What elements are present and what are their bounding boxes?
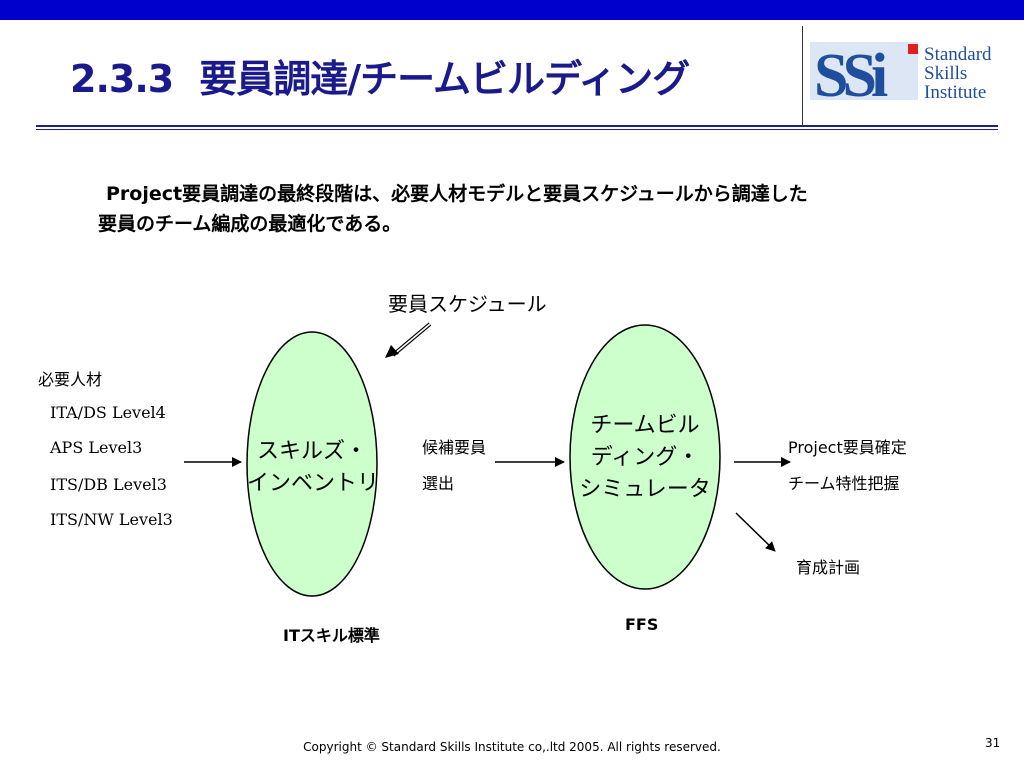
slide-title: 2.3.3 要員調達/チームビルディング: [70, 48, 690, 103]
section-number: 2.3.3: [70, 57, 174, 101]
header-rule-thin: [36, 129, 998, 130]
candidate-line2: 選出: [422, 474, 455, 493]
header-divider: [802, 26, 803, 126]
requirement-item: APS Level3: [50, 438, 143, 457]
skills-inventory-ellipse: [246, 331, 378, 597]
requirement-item: ITS/DB Level3: [50, 475, 167, 494]
simulator-line1: チームビル: [590, 413, 700, 438]
top-color-bar: [0, 0, 1024, 20]
simulator-caption: FFS: [625, 615, 659, 634]
candidate-line1: 候補要員: [422, 438, 487, 457]
intro-text: Project要員調達の最終段階は、必要人材モデルと要員スケジュールから調達した…: [98, 179, 958, 239]
logo-red-dot: [908, 44, 918, 54]
logo-line2: Skills: [924, 63, 967, 84]
skills-inventory-label: スキルズ・ インベントリ: [247, 436, 380, 500]
logo-mark: SSi: [814, 42, 888, 104]
requirement-item: ITS/NW Level3: [50, 510, 173, 529]
simulator-line2: ディング・: [590, 445, 700, 470]
schedule-double-arrow: [385, 322, 432, 358]
simulator-ellipse: [569, 324, 721, 590]
schedule-label: 要員スケジュール: [388, 292, 547, 316]
requirements-heading: 必要人材: [38, 370, 103, 389]
copyright-footer: Copyright © Standard Skills Institute co…: [303, 740, 721, 754]
page-number: 31: [985, 736, 1001, 750]
simulator-label: チームビル ディング・ シミュレータ: [566, 410, 724, 506]
logo-line1: Standard: [924, 44, 992, 65]
intro-line2: 要員のチーム編成の最適化である。: [98, 213, 402, 235]
logo-line3: Institute: [924, 82, 986, 103]
output-line2: チーム特性把握: [788, 474, 900, 493]
output-line1: Project要員確定: [788, 438, 907, 457]
intro-line1: Project要員調達の最終段階は、必要人材モデルと要員スケジュールから調達した: [106, 183, 808, 205]
training-plan-label: 育成計画: [796, 558, 861, 577]
ssi-logo: SSi Standard Skills Institute: [810, 42, 992, 104]
skills-inventory-line1: スキルズ・: [256, 439, 367, 464]
title-text: 要員調達/チームビルディング: [199, 57, 690, 101]
simulator-line3: シミュレータ: [579, 477, 711, 502]
arrow-training: [735, 512, 776, 552]
skills-inventory-line2: インベントリ: [247, 471, 380, 496]
header-rule: [36, 125, 998, 127]
skills-inventory-caption: ITスキル標準: [283, 626, 380, 645]
requirement-item: ITA/DS Level4: [50, 403, 166, 422]
